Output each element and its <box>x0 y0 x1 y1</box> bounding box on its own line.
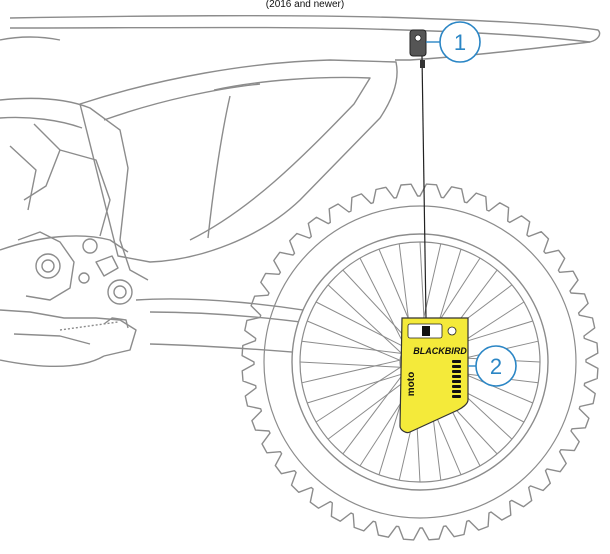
led-bar <box>452 360 461 363</box>
led-bar <box>452 375 461 378</box>
tether-clip <box>420 60 425 68</box>
callout-1: 1 <box>426 21 481 63</box>
led-bar <box>452 390 461 393</box>
device-indicator <box>422 326 430 336</box>
callout-1-number: 1 <box>454 30 466 55</box>
power-button-icon <box>447 326 457 336</box>
device-logo-text: moto <box>406 372 417 396</box>
tire-tread <box>241 183 599 541</box>
spoke <box>299 361 406 368</box>
device-brand-text: BLACKBIRD <box>413 346 467 356</box>
callout-1-circle <box>439 21 481 63</box>
callout-2: 2 <box>468 345 517 387</box>
led-indicators <box>452 360 461 398</box>
spoke <box>327 375 413 440</box>
spoke <box>359 257 409 352</box>
spoke <box>315 301 410 351</box>
frame <box>0 36 149 367</box>
caption: (2016 and newer) <box>265 0 345 10</box>
tire-inner-edge <box>263 205 577 519</box>
fender-mount-tab <box>409 29 427 57</box>
led-bar <box>452 395 461 398</box>
spoke <box>327 284 406 357</box>
spoke <box>315 364 405 423</box>
mount-hole <box>414 34 422 42</box>
spoke <box>301 358 405 384</box>
callout-2-circle <box>475 345 517 387</box>
blackbird-device: BLACKBIRD moto <box>399 317 469 434</box>
tether-cord <box>421 55 427 319</box>
led-bar <box>452 385 461 388</box>
spoke <box>307 371 408 404</box>
spoke <box>307 320 405 363</box>
spoke <box>342 369 407 455</box>
side-panel <box>79 59 398 263</box>
device-body <box>399 317 469 434</box>
led-bar <box>452 370 461 373</box>
led-bar <box>452 365 461 368</box>
callout-2-number: 2 <box>490 354 502 379</box>
rear-fender <box>9 14 601 61</box>
tether <box>409 29 427 319</box>
spoke <box>301 340 407 355</box>
led-bar <box>452 380 461 383</box>
